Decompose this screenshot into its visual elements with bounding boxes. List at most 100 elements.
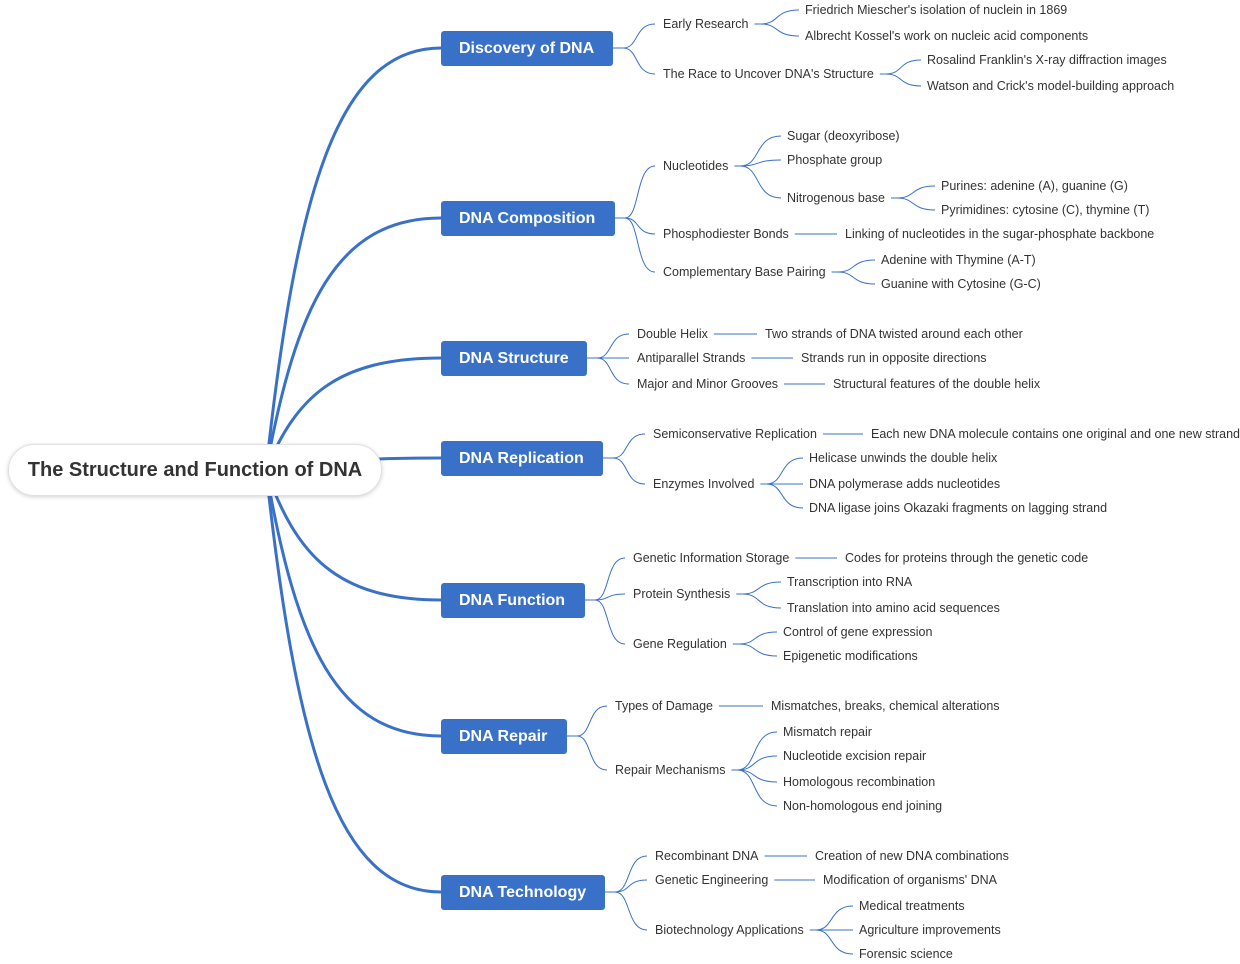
connector-line [896, 185, 936, 199]
topic-transcription-into-rna[interactable]: Transcription into RNA [787, 575, 913, 589]
root-topic[interactable]: The Structure and Function of DNA [8, 444, 382, 496]
topic-semiconservative-replication[interactable]: Semiconservative Replication [653, 427, 817, 441]
topic-phosphodiester-bonds[interactable]: Phosphodiester Bonds [663, 227, 789, 241]
topic-albrecht-kossel-s-work-on-nucleic-acid-components[interactable]: Albrecht Kossel's work on nucleic acid c… [805, 29, 1089, 43]
topic-homologous-recombination[interactable]: Homologous recombination [783, 775, 936, 789]
connector-line [576, 705, 608, 737]
topic-pyrimidines-cytosine-c-thymine-t[interactable]: Pyrimidines: cytosine (C), thymine (T) [941, 203, 1150, 217]
topic-structural-features-of-the-double-helix[interactable]: Structural features of the double helix [833, 377, 1041, 391]
main-connector [264, 46, 443, 472]
topic-agriculture-improvements[interactable]: Agriculture improvements [859, 923, 1001, 937]
topic-types-of-damage[interactable]: Types of Damage [615, 699, 713, 713]
topic-nucleotides[interactable]: Nucleotides [663, 159, 729, 173]
branch-discovery-of-dna[interactable]: Discovery of DNA [441, 31, 613, 66]
topic-repair-mechanisms[interactable]: Repair Mechanisms [615, 763, 726, 777]
topic-adenine-with-thymine-a-t[interactable]: Adenine with Thymine (A-T) [881, 253, 1036, 267]
main-connector [264, 468, 443, 738]
connector-line [596, 357, 630, 385]
connector-line [614, 891, 648, 931]
topic-the-race-to-uncover-dna-s-structure[interactable]: The Race to Uncover DNA's Structure [663, 67, 874, 81]
topic-sugar-deoxyribose[interactable]: Sugar (deoxyribose) [787, 129, 900, 143]
topic-forensic-science[interactable]: Forensic science [859, 947, 953, 961]
topic-mismatches-breaks-chemical-alterations[interactable]: Mismatches, breaks, chemical alterations [771, 699, 1000, 713]
topic-phosphate-group[interactable]: Phosphate group [787, 153, 883, 167]
connector-line [624, 165, 656, 219]
topic-recombinant-dna[interactable]: Recombinant DNA [655, 849, 759, 863]
topic-two-strands-of-dna-twisted-around-each-other[interactable]: Two strands of DNA twisted around each o… [765, 327, 1023, 341]
topic-non-homologous-end-joining[interactable]: Non-homologous end joining [783, 799, 943, 813]
topic-creation-of-new-dna-combinations[interactable]: Creation of new DNA combinations [815, 849, 1009, 863]
topic-guanine-with-cytosine-g-c[interactable]: Guanine with Cytosine (G-C) [881, 277, 1041, 291]
topic-antiparallel-strands[interactable]: Antiparallel Strands [637, 351, 746, 365]
branch-dna-technology[interactable]: DNA Technology [441, 875, 605, 910]
branch-dna-repair[interactable]: DNA Repair [441, 719, 567, 754]
connector-line [740, 165, 782, 199]
topic-control-of-gene-expression[interactable]: Control of gene expression [783, 625, 933, 639]
connector-line [766, 483, 804, 509]
topic-enzymes-involved[interactable]: Enzymes Involved [653, 477, 755, 491]
connector-line [740, 159, 782, 167]
connector-line [737, 731, 778, 771]
main-connector [264, 216, 443, 472]
topic-double-helix[interactable]: Double Helix [637, 327, 708, 341]
topic-nucleotide-excision-repair[interactable]: Nucleotide excision repair [783, 749, 927, 763]
main-connector [264, 468, 443, 894]
topic-linking-of-nucleotides-in-the-sugar-phosphate-backbone[interactable]: Linking of nucleotides in the sugar-phos… [845, 227, 1155, 241]
connector-line [837, 271, 876, 285]
connector-line [896, 197, 936, 211]
connector-line [737, 769, 778, 807]
topic-biotechnology-applications[interactable]: Biotechnology Applications [655, 923, 804, 937]
topic-major-and-minor-grooves[interactable]: Major and Minor Grooves [637, 377, 779, 391]
topic-protein-synthesis[interactable]: Protein Synthesis [633, 587, 731, 601]
connector-line [815, 929, 854, 955]
topic-mismatch-repair[interactable]: Mismatch repair [783, 725, 872, 739]
connector-line [815, 905, 854, 931]
topic-strands-run-in-opposite-directions[interactable]: Strands run in opposite directions [801, 351, 987, 365]
connector-line [766, 457, 804, 485]
topic-dna-ligase-joins-okazaki-fragments-on-lagging-strand[interactable]: DNA ligase joins Okazaki fragments on la… [809, 501, 1108, 515]
topic-genetic-information-storage[interactable]: Genetic Information Storage [633, 551, 790, 565]
topic-each-new-dna-molecule-contains-one-original-and-one-new-strand[interactable]: Each new DNA molecule contains one origi… [871, 427, 1240, 441]
topic-purines-adenine-a-guanine-g[interactable]: Purines: adenine (A), guanine (G) [941, 179, 1128, 193]
branch-dna-structure[interactable]: DNA Structure [441, 341, 587, 376]
connector-line [837, 259, 876, 273]
topic-complementary-base-pairing[interactable]: Complementary Base Pairing [663, 265, 826, 279]
connector-line [594, 557, 626, 601]
topic-helicase-unwinds-the-double-helix[interactable]: Helicase unwinds the double helix [809, 451, 998, 465]
topic-codes-for-proteins-through-the-genetic-code[interactable]: Codes for proteins through the genetic c… [845, 551, 1089, 565]
connector-line [885, 59, 922, 75]
topic-translation-into-amino-acid-sequences[interactable]: Translation into amino acid sequences [787, 601, 1000, 615]
connector-line [612, 433, 646, 459]
topic-friedrich-miescher-s-isolation-of-nuclein-in-1869[interactable]: Friedrich Miescher's isolation of nuclei… [805, 3, 1068, 17]
topic-early-research[interactable]: Early Research [663, 17, 749, 31]
connector-line [624, 217, 656, 273]
topic-genetic-engineering[interactable]: Genetic Engineering [655, 873, 769, 887]
connector-line [594, 593, 626, 601]
connector-line [622, 23, 656, 49]
connector-line [576, 735, 608, 771]
topic-modification-of-organisms-dna[interactable]: Modification of organisms' DNA [823, 873, 997, 887]
topic-rosalind-franklin-s-x-ray-diffraction-images[interactable]: Rosalind Franklin's X-ray diffraction im… [927, 53, 1167, 67]
branch-dna-replication[interactable]: DNA Replication [441, 441, 603, 476]
connector-line [614, 855, 648, 893]
topic-nitrogenous-base[interactable]: Nitrogenous base [787, 191, 885, 205]
connector-line [622, 47, 656, 75]
topic-epigenetic-modifications[interactable]: Epigenetic modifications [783, 649, 918, 663]
connector-line [614, 879, 648, 893]
connector-line [885, 73, 922, 87]
connector-line [742, 581, 782, 595]
connector-line [737, 755, 778, 771]
topic-watson-and-crick-s-model-building-approach[interactable]: Watson and Crick's model-building approa… [927, 79, 1175, 93]
connector-line [596, 333, 630, 359]
connector-line [594, 599, 626, 645]
branch-dna-composition[interactable]: DNA Composition [441, 201, 615, 236]
topic-medical-treatments[interactable]: Medical treatments [859, 899, 965, 913]
connector-line [760, 23, 800, 37]
branch-dna-function[interactable]: DNA Function [441, 583, 585, 618]
connector-line [612, 457, 646, 485]
topic-dna-polymerase-adds-nucleotides[interactable]: DNA polymerase adds nucleotides [809, 477, 1001, 491]
topic-gene-regulation[interactable]: Gene Regulation [633, 637, 727, 651]
connector-line [738, 631, 778, 645]
connector-line [742, 593, 782, 609]
